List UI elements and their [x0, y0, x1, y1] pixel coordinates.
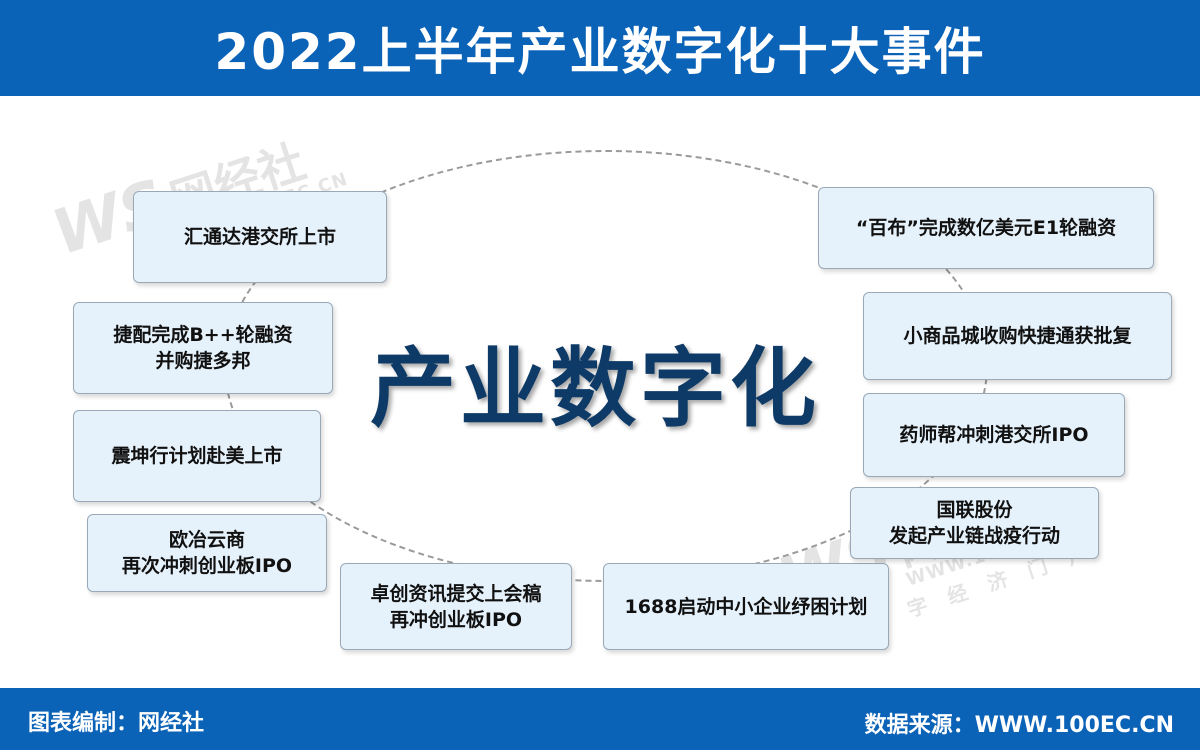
event-text: 小商品城收购快捷通获批复: [903, 325, 1132, 347]
footer-bar: 图表编制：网经社 数据来源：WWW.100EC.CN: [0, 688, 1200, 750]
event-text: 国联股份: [936, 499, 1013, 521]
footer-source: 数据来源：WWW.100EC.CN: [864, 713, 1174, 738]
event-box-ouyeel: 欧冶云商 再次冲刺创业板IPO: [87, 514, 327, 592]
event-text: 再冲创业板IPO: [389, 608, 523, 631]
event-text: 发起产业链战疫行动: [888, 525, 1060, 547]
footer-credit: 图表编制：网经社: [28, 711, 205, 736]
event-box-jiepei: 捷配完成B++轮融资 并购捷多邦: [73, 302, 333, 394]
event-box-xiaoshangpincheng: 小商品城收购快捷通获批复: [863, 292, 1172, 380]
event-text: 欧冶云商: [168, 529, 245, 551]
event-box-sci99: 卓创资讯提交上会稿 再冲创业板IPO: [340, 563, 572, 650]
event-text: 再次冲刺创业板IPO: [121, 555, 293, 577]
page-title: 2022上半年产业数字化十大事件: [214, 23, 986, 81]
event-box-zhenkunhang: 震坤行计划赴美上市: [73, 410, 321, 502]
event-text: 震坤行计划赴美上市: [111, 445, 283, 467]
header-bar: 2022上半年产业数字化十大事件: [0, 0, 1200, 96]
event-text: 药师帮冲刺港交所IPO: [899, 424, 1089, 446]
center-title: 产业数字化: [370, 339, 820, 439]
event-box-guolian: 国联股份 发起产业链战疫行动: [850, 487, 1099, 559]
event-box-1688: 1688启动中小企业纾困计划: [603, 563, 889, 650]
event-text: 汇通达港交所上市: [183, 226, 336, 248]
event-box-baibu: “百布”完成数亿美元E1轮融资: [818, 187, 1154, 269]
event-box-yaoshibang: 药师帮冲刺港交所IPO: [863, 393, 1125, 477]
event-text: 1688启动中小企业纾困计划: [624, 595, 868, 618]
event-text: 卓创资讯提交上会稿: [370, 582, 542, 605]
event-text: 并购捷多邦: [155, 350, 251, 372]
event-text: “百布”完成数亿美元E1轮融资: [855, 217, 1117, 239]
event-box-huitongda: 汇通达港交所上市: [133, 191, 387, 283]
event-text: 捷配完成B++轮融资: [113, 324, 293, 346]
